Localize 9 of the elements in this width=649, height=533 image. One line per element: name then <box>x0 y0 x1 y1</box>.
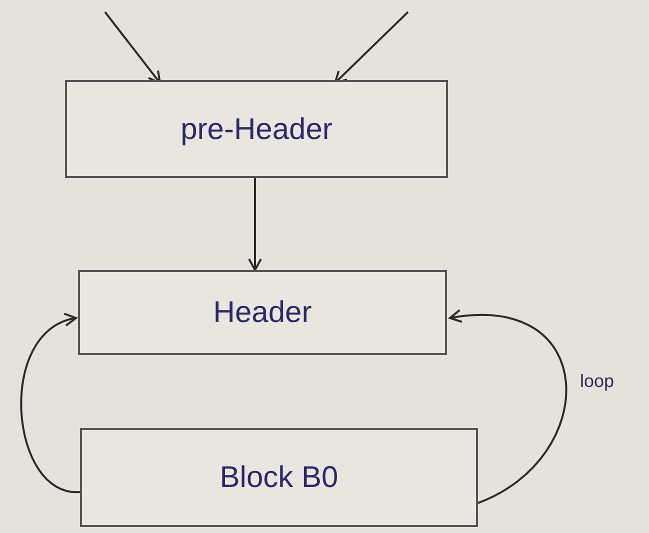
box-label: Block B0 <box>220 460 338 496</box>
process-box <box>80 428 478 527</box>
arrow <box>20 314 80 493</box>
process-box <box>78 270 447 355</box>
process-box <box>65 80 448 178</box>
box-label: pre-Header <box>180 112 332 148</box>
box-label: Header <box>213 295 312 331</box>
arrow <box>449 310 567 504</box>
arrow <box>248 178 262 271</box>
